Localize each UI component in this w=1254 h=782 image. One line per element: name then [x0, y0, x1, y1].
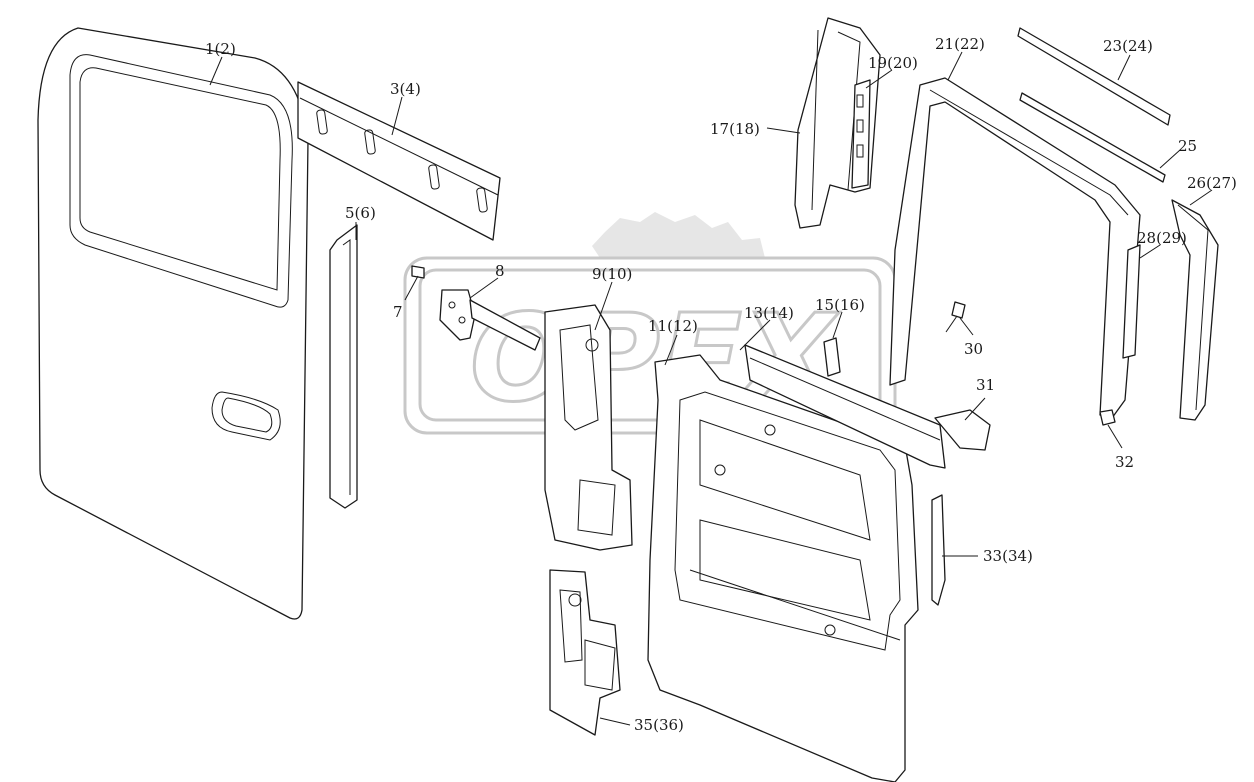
inner-door-panel: [647, 354, 919, 782]
callout-17: 17(18): [710, 120, 760, 138]
callout-7: 7: [393, 303, 403, 321]
callout-35: 35(36): [634, 716, 684, 734]
callout-30: 30: [964, 340, 983, 358]
callout-32: 32: [1115, 453, 1134, 471]
callout-9: 9(10): [592, 265, 632, 283]
callout-8: 8: [495, 262, 505, 280]
callout-11: 11(12): [648, 317, 698, 335]
callout-3: 3(4): [390, 80, 421, 98]
callout-19: 19(20): [868, 54, 918, 72]
door-frame-rail: [889, 77, 1141, 419]
callout-33: 33(34): [983, 547, 1033, 565]
upper-weatherstrip: [1017, 27, 1171, 126]
lock-striker-bracket: [934, 409, 991, 451]
callout-21: 21(22): [935, 35, 985, 53]
channel-bracket: [1122, 244, 1141, 359]
rear-pillar-panel: [931, 494, 946, 606]
outer-door-panel: [37, 27, 309, 620]
callout-23: 23(24): [1103, 37, 1153, 55]
inner-upper-rail: [744, 344, 946, 469]
callout-28: 28(29): [1137, 229, 1187, 247]
channel-clip: [1099, 409, 1116, 426]
door-hinge-assembly: [411, 265, 541, 351]
upper-reinforcement-panel: [297, 81, 501, 241]
callout-5: 5(6): [345, 204, 376, 222]
callout-1: 1(2): [205, 40, 236, 58]
callout-26: 26(27): [1187, 174, 1237, 192]
vertical-reinforcement-strip: [329, 224, 358, 509]
rear-channel: [1171, 199, 1219, 421]
mounting-bolt: [945, 301, 966, 333]
small-bracket: [823, 337, 841, 377]
callout-31: 31: [976, 376, 995, 394]
lower-reinforcement-panel: [549, 569, 621, 736]
leader-lines: [209, 51, 1213, 726]
upper-retainer-strip: [1019, 92, 1166, 183]
sash-bracket: [851, 79, 871, 189]
hinge-pillar-panel: [544, 304, 633, 551]
callout-25: 25: [1178, 137, 1197, 155]
callout-13: 13(14): [744, 304, 794, 322]
callout-15: 15(16): [815, 296, 865, 314]
